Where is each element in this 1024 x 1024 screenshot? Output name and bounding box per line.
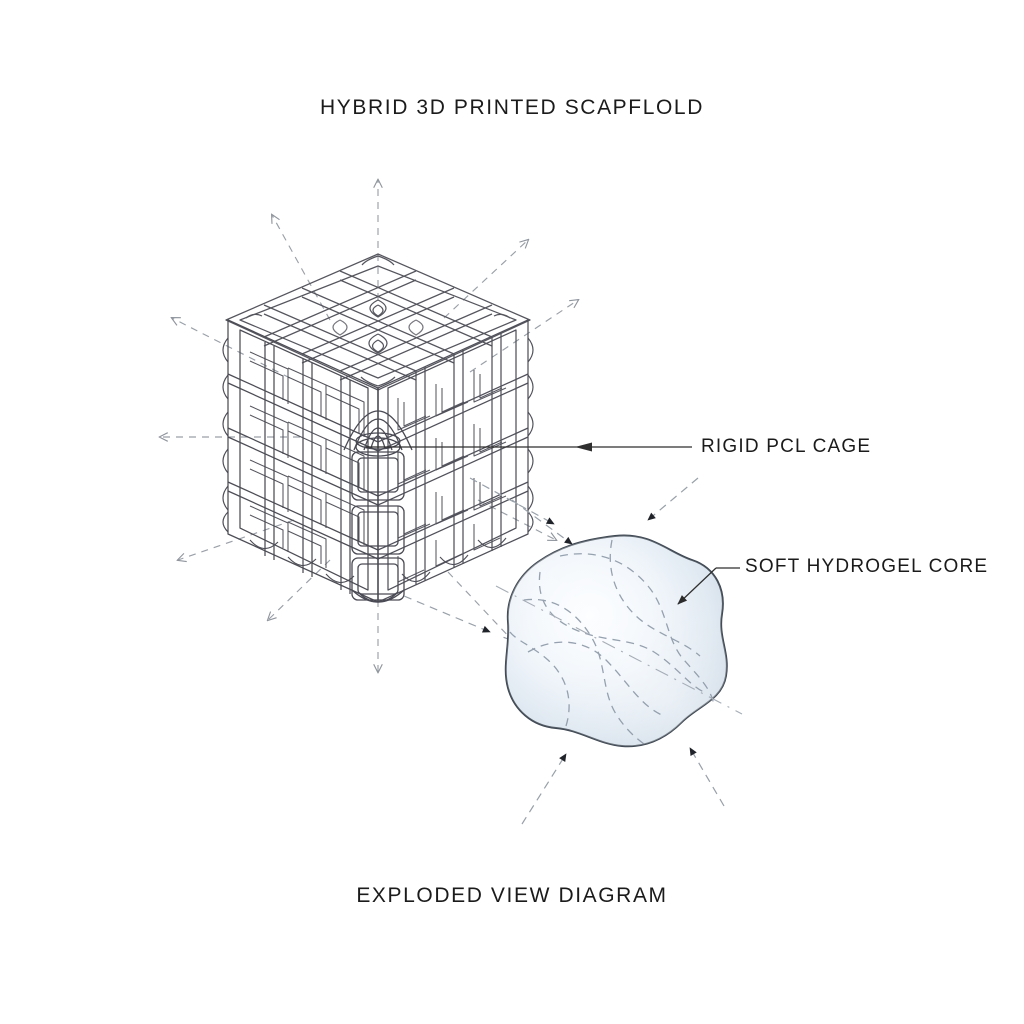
explosion-arrow-right-lower: [477, 499, 556, 540]
core-assembly-arrows-group: [403, 477, 725, 825]
core-arrow-bottom-right: [689, 747, 725, 807]
explosion-arrow-up-left: [272, 215, 331, 321]
explosion-arrow-down-right: [447, 571, 512, 640]
rigid-pcl-cage: [222, 253, 534, 603]
explosion-arrow-left-lower: [178, 519, 295, 560]
core-arrow-bottom-left: [521, 753, 567, 825]
explosion-arrow-down-left: [268, 559, 331, 620]
core-internal-contours: [509, 539, 715, 745]
explosion-arrows-group: [160, 180, 578, 672]
explosion-arrow-right-upper: [469, 300, 578, 373]
core-arrow-top: [647, 477, 699, 521]
cage-left-face: [222, 319, 379, 603]
explosion-arrow-left-upper: [172, 318, 291, 379]
explosion-arrow-up-right: [443, 240, 528, 319]
label-soft-hydrogel-core: SOFT HYDROGEL CORE: [745, 556, 989, 577]
cage-top-face: [225, 253, 531, 391]
core-sheen: [505, 535, 727, 747]
core-arrow-left: [403, 595, 491, 633]
page-subtitle: EXPLODED VIEW DIAGRAM: [356, 884, 668, 907]
label-rigid-pcl-cage: RIGID PCL CAGE: [701, 436, 872, 457]
cage-leader-arrowhead: [575, 442, 592, 452]
core-leader-line: [677, 567, 717, 605]
page-title: HYBRID 3D PRINTED SCAPFLOLD: [320, 96, 704, 119]
leader-lines-group: [366, 442, 740, 605]
cage-front-edge-pores: [343, 388, 413, 603]
soft-hydrogel-core: [495, 534, 743, 748]
core-axis-line: [495, 585, 743, 715]
core-arrow-upper-small: [511, 499, 573, 545]
core-arrow-top-left: [469, 477, 555, 525]
